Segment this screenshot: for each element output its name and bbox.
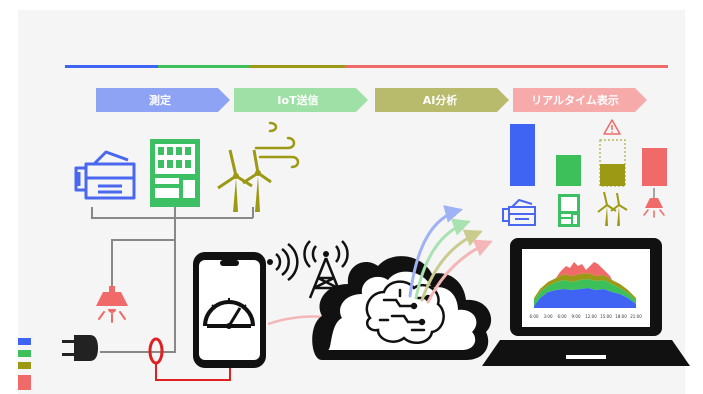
level-bars [510,119,667,187]
wind-turbine-icon-small [597,191,628,226]
step-label-measure: 測定 [149,93,171,107]
printer-icon [74,150,136,200]
lamp-icon [96,286,128,323]
laptop-chart: 6:00 3:00 6:00 9:00 12:00 15:00 18:00 21… [530,262,643,319]
chart-tick-labels: 6:00 3:00 6:00 9:00 12:00 15:00 18:00 21… [530,314,643,319]
level-bar-vending [556,155,581,186]
legend-swatch-blue [18,338,31,345]
gauge-icon [203,298,255,329]
device-wiring [91,207,254,353]
vending-machine-icon [150,139,200,207]
chart-tick-label: 9:00 [572,314,581,319]
chart-tick-label: 12:00 [585,314,597,319]
chart-area-green [534,279,636,306]
step-chevron-measure: 測定 [96,88,230,112]
output-arrow-pink [426,239,493,304]
vending-machine-icon-small [558,194,580,227]
antenna-tower-icon [303,240,349,299]
lamp-icon-small [643,188,665,218]
printer-icon-small [502,198,536,226]
signal-waves-icon [267,242,299,282]
output-arrows [408,205,493,304]
legend-swatch-green [18,350,31,357]
chart-tick-label: 18:00 [615,314,627,319]
step-label-ai: AI分析 [423,93,458,107]
power-plug-icon [62,335,98,361]
cloud-icon [312,256,492,360]
chart-area-blue [534,288,636,308]
step-chevron-iot: IoT送信 [234,88,368,112]
smartphone-icon [193,252,266,368]
step-chevrons: 測定 IoT送信 AI分析 リアルタイム表示 [96,88,647,112]
chart-tick-label: 3:00 [544,314,553,319]
level-bar-wind [600,164,625,186]
chart-tick-label: 21:00 [630,314,642,319]
step-label-realtime: リアルタイム表示 [531,93,619,107]
chart-area-red [556,262,612,280]
wind-turbine-icon [217,121,300,212]
level-bar-printer [510,124,535,186]
chart-area-olive [534,273,636,300]
level-bar-lamp [642,148,667,186]
timeline-bar [65,65,668,68]
step-chevron-realtime: リアルタイム表示 [513,88,647,112]
color-legend [18,338,31,390]
laptop-icon: 6:00 3:00 6:00 9:00 12:00 15:00 18:00 21… [482,238,690,366]
warning-icon [603,119,621,135]
level-bar-wind-outline [599,139,626,187]
output-arrow-green [414,218,471,300]
step-chevron-ai: AI分析 [375,88,509,112]
output-arrow-olive [420,229,483,302]
clamp-sensor [148,337,231,381]
legend-swatch-red [18,375,31,390]
chart-tick-label: 15:00 [600,314,612,319]
chart-tick-label: 6:00 [558,314,567,319]
output-arrow-blue [408,205,463,298]
step-label-iot: IoT送信 [277,93,318,107]
legend-swatch-olive [18,362,31,369]
chart-tick-label: 6:00 [530,314,539,319]
